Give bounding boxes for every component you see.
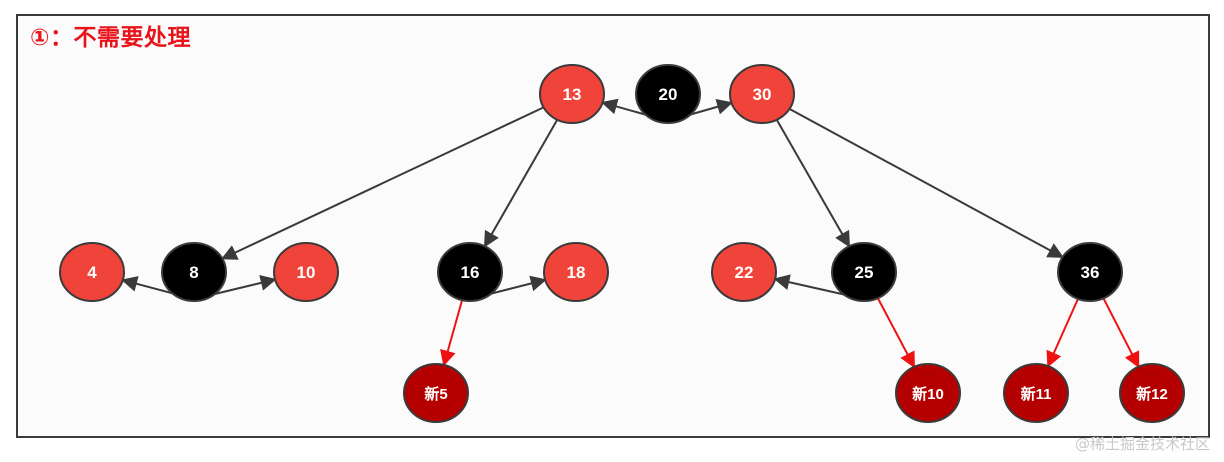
node-circle (161, 242, 227, 302)
tree-node-n20: 20 (635, 64, 701, 124)
diagram-frame (16, 14, 1210, 438)
node-circle (711, 242, 777, 302)
tree-node-n30: 30 (729, 64, 795, 124)
node-circle (437, 242, 503, 302)
node-label: 10 (297, 263, 316, 282)
tree-node-new10: 新10 (895, 363, 961, 423)
edge-n36-to-new12 (1102, 297, 1140, 369)
diagram-title: ①：不需要处理 (30, 25, 191, 51)
tree-node-n13: 13 (539, 64, 605, 124)
edge-n36-to-new11 (1046, 298, 1079, 368)
node-circle (831, 242, 897, 302)
tree-node-new5: 新5 (403, 363, 469, 423)
node-circle (539, 64, 605, 124)
node-label: 20 (659, 85, 678, 104)
node-label: 新12 (1136, 385, 1168, 403)
node-circle (403, 363, 469, 423)
tree-node-n36: 36 (1057, 242, 1123, 302)
node-circle (635, 64, 701, 124)
edges-layer (121, 98, 1140, 369)
tree-node-n22: 22 (711, 242, 777, 302)
tree-node-n10: 10 (273, 242, 339, 302)
node-label: 16 (461, 263, 480, 282)
node-label: 新5 (424, 385, 447, 403)
edge-n13-to-n8 (220, 106, 545, 260)
node-label: 22 (735, 263, 754, 282)
node-label: 新10 (912, 385, 944, 403)
node-label: 25 (855, 263, 874, 282)
node-circle (273, 242, 339, 302)
node-label: 36 (1081, 263, 1100, 282)
tree-node-n8: 8 (161, 242, 227, 302)
node-circle (1119, 363, 1185, 423)
tree-node-new11: 新11 (1003, 363, 1069, 423)
node-label: 4 (87, 263, 97, 282)
edge-n13-to-n16 (483, 119, 559, 248)
watermark: @稀土掘金技术社区 (1074, 435, 1210, 453)
nodes-layer: 13 20 30 4 8 10 16 18 22 25 36 新5 新10 新11 新12 (59, 64, 1185, 423)
node-circle (1003, 363, 1069, 423)
node-circle (59, 242, 125, 302)
tree-node-n16: 16 (437, 242, 503, 302)
edge-n25-to-new10 (876, 297, 916, 369)
node-label: 新11 (1021, 385, 1052, 403)
tree-node-n25: 25 (831, 242, 897, 302)
node-label: 13 (563, 85, 582, 104)
node-circle (543, 242, 609, 302)
node-circle (895, 363, 961, 423)
node-label: 18 (567, 263, 586, 282)
tree-node-n4: 4 (59, 242, 125, 302)
tree-node-new12: 新12 (1119, 363, 1185, 423)
node-label: 30 (753, 85, 772, 104)
edge-n30-to-n36 (788, 108, 1064, 258)
node-label: 8 (189, 263, 198, 282)
edge-n16-to-new5 (440, 299, 464, 367)
node-circle (1057, 242, 1123, 302)
edge-n30-to-n25 (775, 119, 851, 248)
tree-node-n18: 18 (543, 242, 609, 302)
node-circle (729, 64, 795, 124)
